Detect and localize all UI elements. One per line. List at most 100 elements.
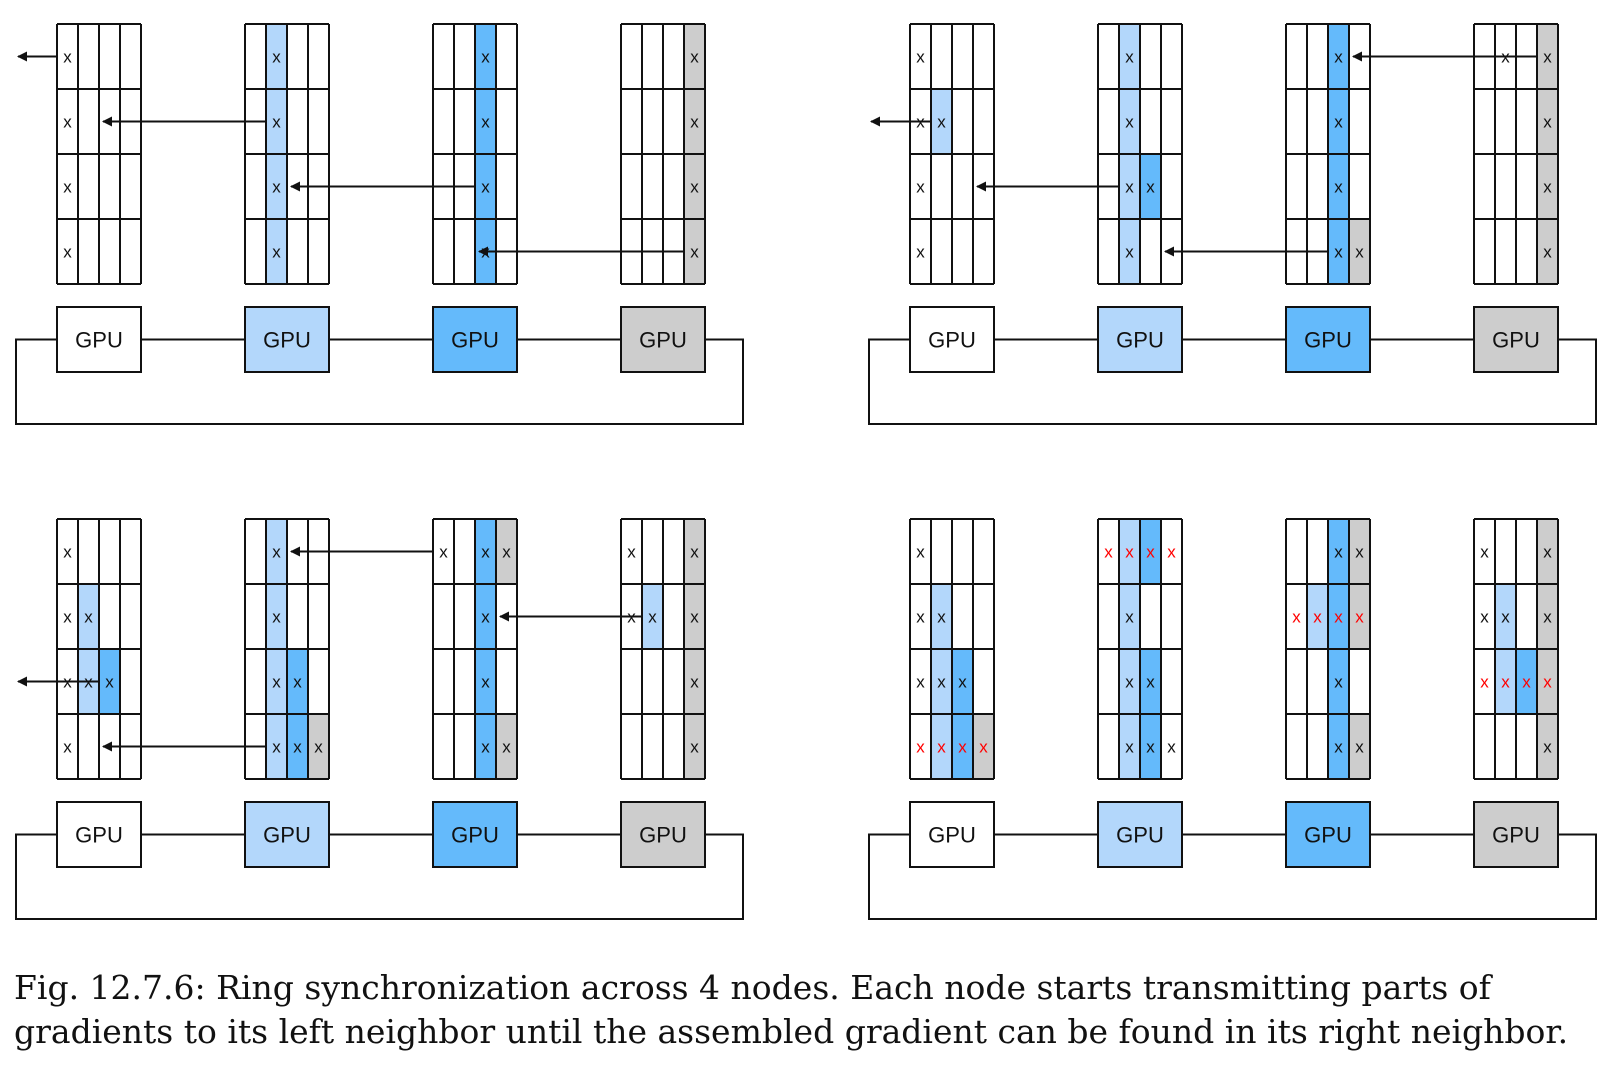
gpu-box [432,306,518,373]
gradient-cell-fill [1349,219,1370,284]
gpu-label: GPU [1116,328,1164,353]
gradient-mark: x [1125,178,1134,197]
gradient-cell-fill [496,519,517,584]
gradient-mark: x [916,673,925,692]
gpu-label: GPU [1492,328,1540,353]
gradient-cell-fill [1328,154,1349,219]
gradient-mark: x [1355,738,1364,757]
gradient-mark: x [1146,673,1155,692]
gpu-box [1285,801,1371,868]
ring-sync-diagram: xxxxGPUxxxxGPUxxxxGPUxxxxGPUxxxxxGPUxxxx… [15,23,1597,920]
reduced-gradient-mark: x [1543,673,1552,692]
gradient-cell-fill [266,649,287,714]
gradient-mark: x [937,608,946,627]
gradient-mark: x [293,673,302,692]
gradient-cell-fill [1119,154,1140,219]
gradient-cell-fill [1537,219,1558,284]
gradient-cell-fill [931,584,952,649]
gpu-label: GPU [263,328,311,353]
gradient-cell-fill [1328,89,1349,154]
gpu-box [244,306,330,373]
gradient-cell-fill [475,519,496,584]
gradient-mark: x [1543,178,1552,197]
gpu-box [1097,801,1183,868]
gradient-mark: x [916,608,925,627]
gradient-cell-fill [1349,584,1370,649]
gradient-mark: x [272,543,281,562]
gradient-mark: x [105,673,114,692]
reduced-gradient-mark: x [1292,608,1301,627]
gradient-mark: x [481,178,490,197]
gpu-label: GPU [928,328,976,353]
gradient-cell-fill [684,649,705,714]
gradient-mark: x [1125,48,1134,67]
gradient-cell-fill [931,89,952,154]
gpu-box [244,801,330,868]
gradient-mark: x [439,543,448,562]
gradient-mark: x [958,673,967,692]
gradient-mark: x [293,738,302,757]
gradient-cell-fill [1119,219,1140,284]
reduced-gradient-mark: x [1313,608,1322,627]
gradient-mark: x [481,738,490,757]
gradient-cell-fill [1119,649,1140,714]
gradient-mark: x [481,608,490,627]
ring-loop-line [15,833,744,920]
gradient-cell-fill [1516,649,1537,714]
gpu-box [56,801,142,868]
panel-3: xxxxxxxGPUxxxxxxxGPUxxxxxxxGPUxxxxxxxGPU [15,518,744,920]
gpu-label: GPU [1116,823,1164,848]
gradient-cell-fill [952,714,973,779]
gradient-mark: x [1125,738,1134,757]
gradient-cell-fill [642,584,663,649]
gradient-cell-fill [1537,89,1558,154]
gradient-mark: x [63,243,72,262]
gradient-cell-fill [475,714,496,779]
gradient-mark: x [1146,738,1155,757]
gradient-mark: x [648,608,657,627]
gradient-cell-fill [1537,649,1558,714]
gradient-mark: x [272,608,281,627]
gradient-mark: x [63,738,72,757]
gradient-mark: x [1543,608,1552,627]
reduced-gradient-mark: x [979,738,988,757]
gradient-cell-fill [1140,519,1161,584]
gradient-mark: x [1543,48,1552,67]
gpu-box [1473,306,1559,373]
gradient-cell-fill [1119,584,1140,649]
gpu-box [432,801,518,868]
gradient-cell-fill [684,89,705,154]
gradient-mark: x [1334,243,1343,262]
gradient-cell-fill [684,714,705,779]
gradient-mark: x [690,608,699,627]
reduced-gradient-mark: x [1104,543,1113,562]
gradient-cell-fill [1328,24,1349,89]
gradient-cell-fill [973,714,994,779]
gradient-cell-fill [1537,24,1558,89]
gradient-cell-fill [475,24,496,89]
gradient-mark: x [314,738,323,757]
gpu-box [1097,306,1183,373]
gradient-cell-fill [1495,584,1516,649]
gradient-mark: x [916,178,925,197]
gradient-cell-fill [496,714,517,779]
gradient-mark: x [272,113,281,132]
gradient-cell-fill [266,519,287,584]
gradient-mark: x [63,48,72,67]
gradient-cell-fill [99,649,120,714]
gradient-mark: x [1146,178,1155,197]
gradient-cell-fill [1140,714,1161,779]
reduced-gradient-mark: x [1125,543,1134,562]
gradient-mark: x [1501,608,1510,627]
reduced-gradient-mark: x [1480,673,1489,692]
gpu-box [909,801,995,868]
ring-loop-line [868,833,1597,920]
